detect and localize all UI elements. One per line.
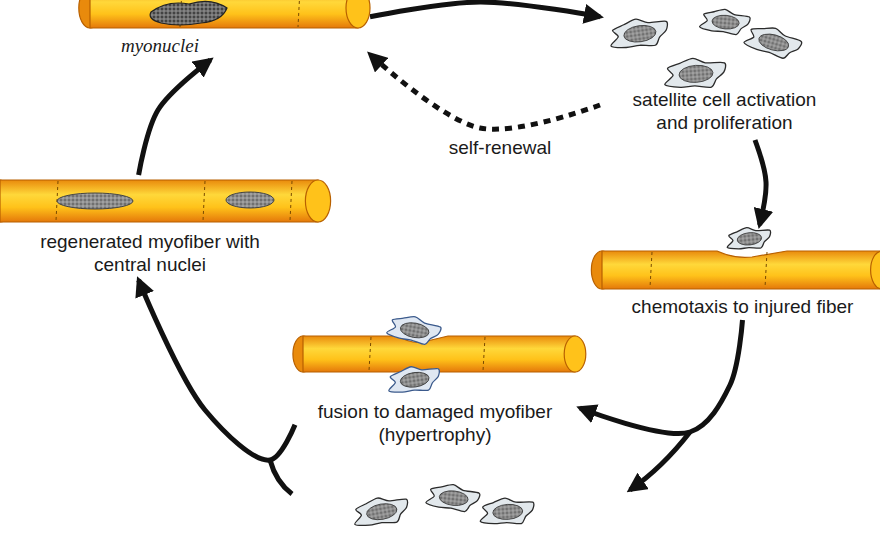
cell-nucleus	[365, 501, 398, 521]
fiber-end	[871, 251, 880, 289]
fiber-end	[0, 180, 12, 222]
cell-nucleus	[439, 489, 469, 506]
myofiber-node: myonuclei	[85, 0, 370, 60]
satellite-cell	[386, 312, 442, 346]
satellite-cell	[725, 225, 772, 251]
process-label: satellite cell activation and proliferat…	[622, 88, 827, 134]
cell-body	[663, 56, 727, 90]
sarcomere-boundary	[483, 337, 485, 371]
cell-nucleus	[492, 503, 523, 520]
satellite-cell	[699, 7, 751, 35]
myofiber	[591, 251, 880, 289]
dashed-arrow	[370, 54, 600, 129]
cell-body	[386, 363, 442, 396]
fiber-body	[602, 251, 880, 289]
satellite-cell	[479, 496, 535, 526]
branch-arrow	[630, 432, 690, 490]
process-arrow	[755, 140, 766, 225]
fiber-body	[0, 180, 318, 222]
sarcomere-boundary	[765, 252, 767, 288]
cell-body	[725, 225, 772, 251]
cell-nucleus	[623, 23, 657, 43]
myofiber	[293, 336, 586, 372]
cell-body	[351, 493, 411, 529]
cell-nucleus	[678, 64, 713, 83]
process-label: regenerated myofiber with central nuclei	[20, 230, 280, 276]
process-label: fusion to damaged myofiber (hypertrophy)	[310, 400, 560, 446]
cell-body	[386, 312, 442, 346]
myonucleus	[150, 1, 227, 25]
cell-nucleus	[399, 371, 430, 389]
fiber-end	[564, 336, 586, 372]
cell-body	[479, 496, 535, 526]
fiber-body	[303, 336, 575, 372]
sarcomere-boundary	[203, 181, 205, 221]
satellite-cell	[608, 15, 670, 52]
satellite-cell	[663, 56, 727, 90]
myofiber	[79, 0, 370, 28]
satellite-cell	[351, 493, 411, 529]
process-arrow	[580, 320, 743, 433]
cell-nucleus	[737, 231, 763, 246]
myonucleus	[226, 192, 274, 208]
regenerated-myofiber: regenerated myofiber with central nuclei	[0, 175, 330, 280]
fiber-end	[79, 0, 101, 28]
process-arrow	[370, 2, 600, 17]
satellite-cell-dark	[259, 0, 332, 1]
fusing-myofiber: fusion to damaged myofiber (hypertrophy)	[295, 310, 580, 450]
cell-cluster	[351, 482, 535, 529]
cell-nucleus	[399, 321, 430, 340]
myonucleus	[57, 193, 133, 209]
fiber-end	[346, 0, 370, 28]
process-arrow	[139, 60, 211, 175]
fiber-body	[90, 0, 358, 28]
cell-body	[699, 7, 751, 35]
injured-myofiber: chemotaxis to injured fiber	[600, 225, 880, 320]
sarcomere-boundary	[298, 0, 300, 27]
myofiber	[0, 180, 331, 222]
satellite-cell	[743, 21, 804, 62]
process-label: chemotaxis to injured fiber	[600, 295, 880, 318]
myonuclei-label: myonuclei	[100, 34, 220, 57]
cell-nucleus	[757, 31, 791, 54]
edge-label: self-renewal	[430, 136, 570, 159]
cell-body	[743, 21, 804, 62]
satellite-cell	[386, 363, 442, 396]
sarcomere-boundary	[56, 181, 58, 221]
satellite-cell-cluster: satellite cell activation and proliferat…	[600, 0, 850, 140]
sarcomere-boundary	[650, 252, 652, 288]
cell-body	[425, 482, 480, 513]
fiber-end	[305, 180, 330, 222]
fiber-end	[591, 251, 612, 289]
fiber-end	[293, 336, 313, 372]
satellite-cell	[425, 482, 480, 513]
sarcomere-boundary	[290, 181, 292, 221]
cell-nucleus	[711, 14, 739, 30]
sarcomere-boundary	[180, 0, 182, 27]
sarcomere-boundary	[369, 337, 371, 371]
merge-line	[270, 460, 292, 494]
process-arrow	[139, 280, 295, 460]
cell-body	[608, 15, 670, 52]
